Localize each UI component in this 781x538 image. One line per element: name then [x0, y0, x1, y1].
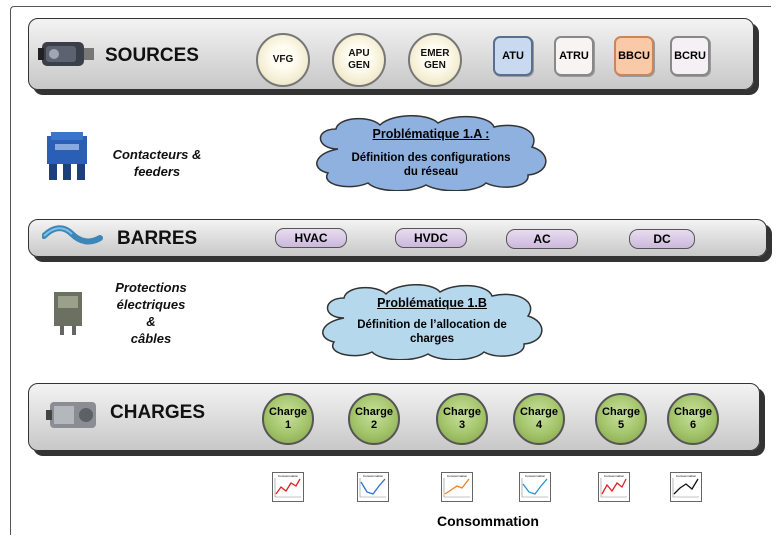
charge-3-number: 3	[458, 419, 466, 431]
charge-2-label: Charge	[355, 406, 393, 418]
problem-1b-title: Problématique 1.B	[377, 296, 487, 310]
bus-hvdc-label: HVDC	[413, 231, 448, 245]
problem-1b-cloud: Problématique 1.B Définition de l’alloca…	[316, 284, 548, 360]
problem-1a-text: Définition des configurations du réseau	[351, 152, 511, 178]
bus-dc[interactable]: DC	[629, 229, 695, 249]
diagram-frame	[10, 6, 771, 535]
charge-5-number: 5	[617, 419, 625, 431]
charge-5-label: Charge	[602, 406, 640, 418]
consumption-chart-frame	[670, 472, 702, 502]
consumption-chart-line	[275, 478, 301, 495]
source-emer-gen-label: EMER GEN	[420, 48, 450, 71]
charges-title: CHARGES	[110, 402, 206, 423]
source-vfg-label: VFG	[272, 54, 294, 65]
consumption-chart-line	[601, 478, 627, 495]
consumption-chart-axes	[274, 478, 301, 498]
consumption-chart-axes	[672, 478, 699, 498]
consumption-chart-5: Consommation	[598, 472, 630, 502]
consumption-chart-line	[522, 478, 548, 495]
contactors-label: Contacteurs & feeders	[112, 147, 202, 179]
source-vfg[interactable]: VFG	[256, 33, 310, 87]
converter-bcru[interactable]: BCRU	[670, 36, 710, 76]
bus-hvdc[interactable]: HVDC	[395, 228, 467, 248]
converter-atu-label: ATU	[502, 50, 524, 62]
converter-atu[interactable]: ATU	[493, 36, 533, 76]
charge-6-number: 6	[689, 419, 697, 431]
sources-title: SOURCES	[105, 45, 199, 66]
charge-1-number: 1	[284, 419, 292, 431]
contactor-image	[47, 132, 87, 180]
bus-hvac[interactable]: HVAC	[275, 228, 347, 248]
consumption-chart-line	[360, 478, 386, 495]
converter-atru[interactable]: ATRU	[554, 36, 594, 76]
consumption-label: Consommation	[437, 513, 539, 529]
converter-bbcu[interactable]: BBCU	[614, 36, 654, 76]
source-emer-gen[interactable]: EMER GEN	[408, 33, 462, 87]
converter-bcru-label: BCRU	[674, 50, 706, 62]
bus-ac[interactable]: AC	[506, 229, 578, 249]
problem-1a-cloud: Problématique 1.A : Définition des confi…	[308, 115, 554, 191]
consumption-chart-line	[673, 478, 699, 495]
consumption-chart-6: Consommation	[670, 472, 702, 502]
bus-dc-label: DC	[653, 232, 671, 246]
consumption-chart-title: Consommation	[676, 474, 697, 478]
protections-label: Protections électriques & câbles	[115, 280, 187, 346]
charge-4-number: 4	[535, 419, 543, 431]
converter-bbcu-label: BBCU	[618, 50, 650, 62]
consumption-chart-2: Consommation	[357, 472, 389, 502]
load-image	[46, 402, 96, 428]
consumption-chart-4: Consommation	[519, 472, 551, 502]
charge-6-label: Charge	[674, 406, 712, 418]
consumption-chart-title: Consommation	[363, 474, 384, 478]
bus-hvac-label: HVAC	[294, 231, 328, 245]
consumption-chart-axes	[443, 478, 470, 498]
consumption-chart-line	[444, 478, 470, 495]
barres-title: BARRES	[117, 228, 198, 249]
source-apu-gen-label: APU GEN	[348, 48, 370, 71]
consumption-chart-title: Consommation	[525, 474, 546, 478]
charge-1-label: Charge	[269, 406, 307, 418]
charge-3-label: Charge	[443, 406, 481, 418]
busbar-image	[42, 225, 103, 245]
consumption-chart-axes	[359, 478, 386, 498]
consumption-chart-1: Consommation	[272, 472, 304, 502]
consumption-chart-title: Consommation	[447, 474, 468, 478]
problem-1a-title: Problématique 1.A :	[372, 127, 490, 141]
consumption-chart-title: Consommation	[278, 474, 299, 478]
consumption-chart-frame	[357, 472, 389, 502]
charge-4-label: Charge	[520, 406, 558, 418]
bus-ac-label: AC	[533, 232, 551, 246]
consumption-chart-title: Consommation	[604, 474, 625, 478]
consumption-chart-axes	[521, 478, 548, 498]
charge-2-number: 2	[370, 419, 378, 431]
protection-image	[54, 292, 82, 335]
source-apu-gen[interactable]: APU GEN	[332, 33, 386, 87]
cloud-a-shape	[316, 115, 547, 191]
generator-image	[38, 42, 94, 66]
converter-atru-label: ATRU	[559, 50, 589, 62]
cloud-b-shape	[322, 284, 543, 360]
consumption-chart-frame	[441, 472, 473, 502]
problem-1b-text: Définition de l’allocation de charges	[357, 319, 507, 345]
consumption-chart-axes	[600, 478, 627, 498]
consumption-chart-3: Consommation	[441, 472, 473, 502]
